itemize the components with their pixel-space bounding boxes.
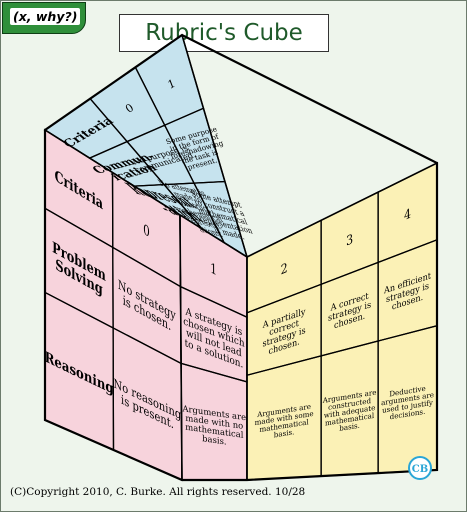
text-line: 1: [210, 260, 217, 280]
logo-text: CB: [412, 464, 428, 475]
text-line: basis.: [274, 427, 295, 439]
logo: CB: [408, 456, 432, 480]
front-col1-label: 1: [210, 260, 217, 280]
text-line: basis.: [339, 421, 360, 433]
text-line: basis.: [202, 434, 226, 447]
right-col4-label: 4: [404, 205, 411, 224]
right-reasoning-3-text: Arguments areconstructedwith adequatemat…: [322, 387, 377, 435]
right-problem-solving-2: A partiallycorrectstrategy ischosen.: [262, 307, 306, 360]
top-col1-label-text: 1: [166, 76, 177, 92]
badge: (x, why?): [2, 2, 86, 34]
text-line: 1: [166, 76, 177, 92]
front-col1-label-text: 1: [210, 260, 217, 280]
right-problem-solving-4-text: An efficientstrategy ischosen.: [383, 271, 431, 316]
right-col4-label-text: 4: [404, 205, 411, 224]
text-line: 0: [143, 222, 150, 242]
top-representation-1-text: Some attemptto construct amathematicalre…: [188, 188, 257, 244]
cube-grid: [43, 33, 439, 482]
top-representation-1: Some attemptto construct amathematicalre…: [188, 188, 257, 244]
copyright-notice: (C)Copyright 2010, C. Burke. All rights …: [10, 486, 306, 498]
right-col2-label-text: 2: [281, 259, 288, 278]
left-col0-label: 0: [143, 222, 150, 242]
text-line: 3: [346, 230, 353, 249]
left-col0-label-text: 0: [143, 222, 150, 242]
text-line: 2: [281, 259, 288, 278]
right-problem-solving-4: An efficientstrategy ischosen.: [383, 271, 431, 316]
right-problem-solving-2-text: A partiallycorrectstrategy ischosen.: [262, 307, 306, 360]
text-line: 4: [404, 205, 411, 224]
top-col1-label: 1: [166, 76, 177, 92]
right-col3-label-text: 3: [346, 230, 353, 249]
right-reasoning-4-text: Deductivearguments areused to justifydec…: [381, 382, 434, 422]
right-col3-label: 3: [346, 230, 353, 249]
page-title: Rubric's Cube: [119, 14, 329, 52]
right-col2-label: 2: [281, 259, 288, 278]
right-reasoning-3: Arguments areconstructedwith adequatemat…: [322, 387, 377, 435]
badge-label: (x, why?): [10, 8, 81, 25]
right-reasoning-4: Deductivearguments areused to justifydec…: [381, 382, 434, 422]
cube-outline: [43, 33, 439, 482]
